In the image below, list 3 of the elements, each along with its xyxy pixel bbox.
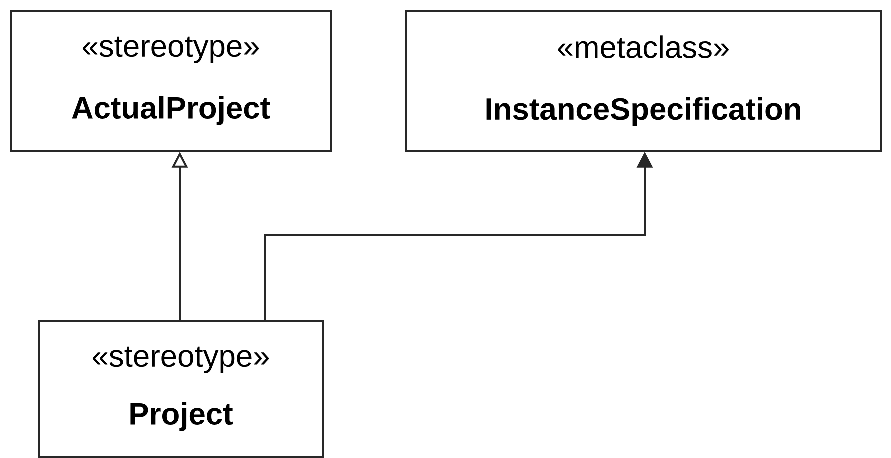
- class-box: «stereotype» Project: [38, 320, 324, 458]
- class-box: «stereotype» ActualProject: [10, 10, 332, 152]
- class-box: «metaclass» InstanceSpecification: [405, 10, 882, 152]
